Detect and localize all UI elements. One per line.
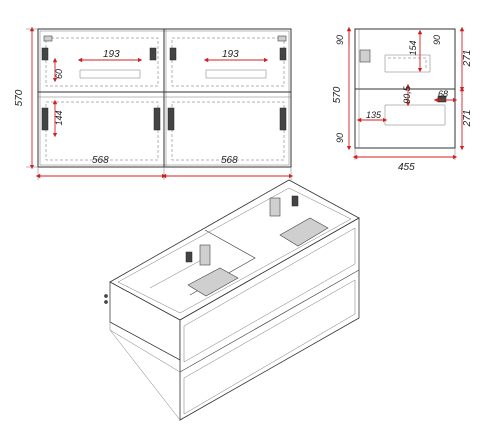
shelf-label: 90,5 xyxy=(402,85,412,104)
top-right-gap-label: 90 xyxy=(432,35,442,45)
top-offset-label: 60 xyxy=(54,69,64,79)
front-view: 570 193 193 60 144 568 568 xyxy=(14,26,294,180)
side-height-label: 570 xyxy=(332,86,343,103)
siphon-height-label: 154 xyxy=(408,40,418,55)
siphon-cutout-right xyxy=(279,217,329,247)
right-hinge-gap-label: 193 xyxy=(222,49,239,60)
side-view: 570 90 90 154 90 90,5 68 135 271 271 455 xyxy=(332,26,473,173)
drawer-divider xyxy=(179,269,360,373)
drawer-top-label: 271 xyxy=(462,50,473,68)
inner-depth-label: 135 xyxy=(366,110,382,120)
left-width-label: 568 xyxy=(92,155,109,166)
front-height-label: 570 xyxy=(14,89,25,106)
isometric-view xyxy=(104,179,360,421)
left-hinge-gap-label: 193 xyxy=(103,49,120,60)
side-offset-label: 68 xyxy=(438,89,448,99)
bottom-gap-label: 90 xyxy=(335,133,345,143)
bottom-offset-label: 144 xyxy=(54,110,64,125)
side-depth-label: 455 xyxy=(398,162,415,173)
siphon-cutout-left xyxy=(187,267,239,297)
right-width-label: 568 xyxy=(221,155,238,166)
drawer-bottom-label: 271 xyxy=(462,110,473,128)
top-gap-label: 90 xyxy=(335,35,345,45)
cabinet-front xyxy=(179,217,360,421)
